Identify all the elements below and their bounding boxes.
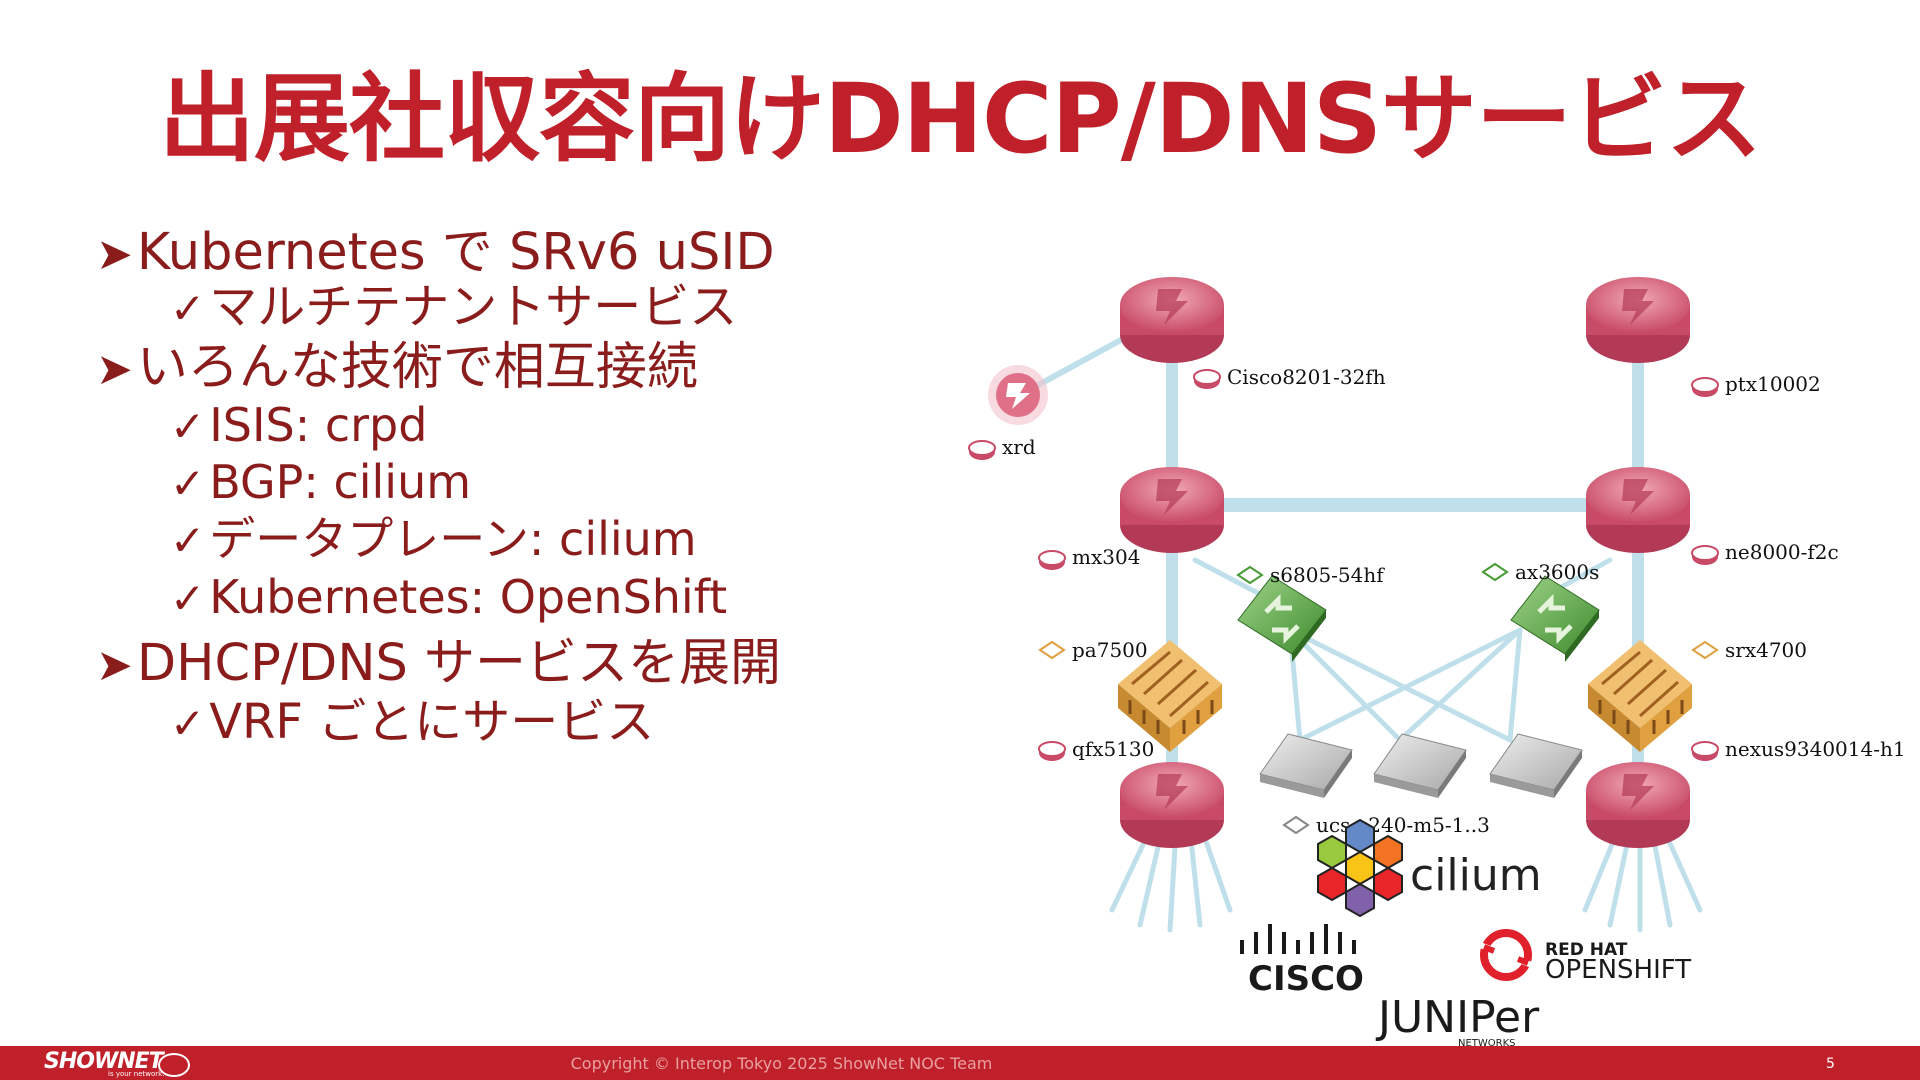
network-diagram: Cisco8201-32fh ptx10002 xrd mx304 ne8000…: [968, 277, 1906, 1049]
srx4700-firewall-icon: [1586, 638, 1694, 754]
node-label-mx304: mx304: [1072, 545, 1140, 569]
sub-bullet: ✓VRF ごとにサービス: [170, 693, 655, 750]
node-label-srx4700: srx4700: [1725, 638, 1807, 662]
mx304-router-icon: [1120, 467, 1224, 553]
cilium-logo-text: cilium: [1410, 850, 1542, 901]
link-lines: [1017, 309, 1703, 933]
juniper-logo-text: JUNIPer: [1375, 992, 1540, 1043]
copyright-text: Copyright © Interop Tokyo 2025 ShowNet N…: [570, 1054, 993, 1073]
redhat-openshift-logo-icon: [1478, 929, 1534, 981]
check-icon: ✓: [170, 516, 206, 566]
arrow-bullet-icon: ➤: [96, 343, 133, 395]
ucs-server-icon: [1373, 733, 1467, 799]
node-label-pa7500: pa7500: [1072, 638, 1148, 662]
sub-bullet: ✓Kubernetes: OpenShift: [170, 569, 728, 624]
slide-title: 出展社収容向けDHCP/DNSサービス: [158, 63, 1762, 175]
shownet-logo-icon: [158, 1053, 190, 1077]
shownet-logo-tagline: is your network.: [108, 1070, 165, 1078]
nexus-router-icon: [1586, 762, 1690, 848]
node-label-ptx10002: ptx10002: [1725, 372, 1821, 396]
node-label-cisco8201: Cisco8201-32fh: [1227, 365, 1386, 389]
redhat-logo-text: RED HAT: [1545, 940, 1628, 960]
check-icon: ✓: [170, 401, 206, 451]
cisco-logo-text: CISCO: [1248, 959, 1364, 999]
sub-bullet: ✓マルチテナントサービス: [170, 279, 738, 336]
bullet-2: ➤いろんな技術で相互接続: [96, 337, 698, 397]
node-label-nexus: nexus9340014-h1: [1725, 737, 1906, 761]
sub-bullet: ✓データプレーン: cilium: [170, 512, 697, 567]
cisco-logo-icon: [1240, 924, 1356, 954]
arrow-bullet-icon: ➤: [96, 639, 133, 691]
bullet-list: ➤Kubernetes で SRv6 uSID ✓マルチテナントサービス ➤いろ…: [96, 222, 996, 752]
check-icon: ✓: [170, 459, 206, 509]
ne8000-router-icon: [1586, 467, 1690, 553]
cisco8201-router-icon: [1120, 277, 1224, 363]
node-label-xrd: xrd: [1002, 435, 1036, 459]
juniper-networks-text: NETWORKS: [1458, 1038, 1516, 1049]
openshift-logo-text: OPENSHIFT: [1545, 955, 1691, 985]
node-label-qfx5130: qfx5130: [1072, 737, 1154, 761]
node-label-ucs: ucs-c240-m5-1..3: [1316, 813, 1490, 837]
bullet-3: ➤DHCP/DNS サービスを展開: [96, 633, 782, 693]
check-icon: ✓: [170, 573, 206, 623]
page-number: 5: [1826, 1056, 1835, 1072]
node-label-ax3600s: ax3600s: [1515, 560, 1599, 584]
bullet-1: ➤Kubernetes で SRv6 uSID: [96, 223, 775, 282]
xrd-router-icon: [988, 365, 1048, 425]
sub-bullet: ✓BGP: cilium: [170, 455, 472, 510]
cilium-logo-icon: [1317, 818, 1403, 918]
ucs-server-icon: [1489, 733, 1583, 799]
check-icon: ✓: [170, 284, 206, 334]
ptx10002-router-icon: [1586, 277, 1690, 363]
ax3600s-switch-icon: [1511, 576, 1599, 662]
shownet-logo: SHOWNET: [44, 1049, 164, 1074]
qfx5130-router-icon: [1120, 762, 1224, 848]
arrow-bullet-icon: ➤: [96, 229, 133, 280]
check-icon: ✓: [170, 698, 206, 748]
node-label-ne8000: ne8000-f2c: [1725, 540, 1839, 564]
sub-bullet: ✓ISIS: crpd: [170, 397, 428, 452]
ucs-server-icon: [1259, 733, 1353, 799]
footer-bar: SHOWNET is your network. Copyright © Int…: [0, 1046, 1920, 1080]
node-label-s6805: s6805-54hf: [1270, 563, 1385, 587]
